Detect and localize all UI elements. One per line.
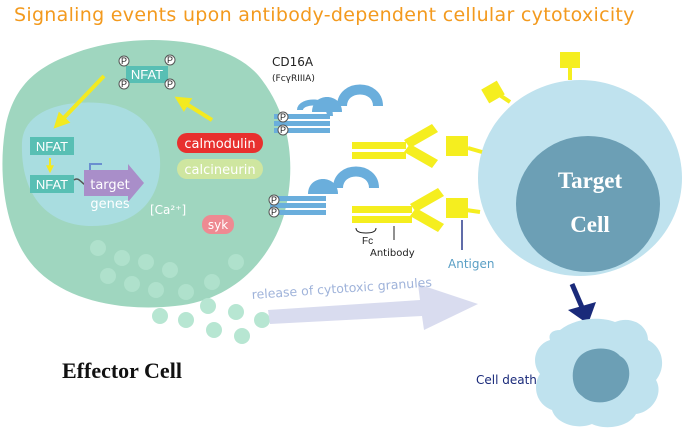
granule [100,268,116,284]
granule [178,284,194,300]
phospho-label: P [271,195,277,205]
nfat-box-nucleus-2 [30,175,74,193]
effector-cell-label: Effector Cell [62,358,182,383]
phospho-label: P [271,207,277,217]
phospho-label: P [167,79,173,89]
nfat-label-nucleus-1: NFAT [36,139,68,154]
phospho-group [164,54,176,66]
calcium-label: [Ca²⁺] [150,203,186,217]
granule [206,322,222,338]
granule [162,262,178,278]
granule [254,312,270,328]
calcineurin-label: calcineurin [184,163,255,178]
granule [234,328,250,344]
granule [90,240,106,256]
granule [178,312,194,328]
arrow-calmodulin-to-nfat [174,96,214,122]
diagram-title: Signaling events upon antibody-dependent… [14,4,635,26]
calmodulin-label: calmodulin [184,137,255,152]
nfat-box-cytoplasm [126,66,168,83]
target-genes-label-1: target [90,178,130,193]
granule [152,308,168,324]
antibody-free [352,124,438,168]
nfat-label-cytoplasm: NFAT [131,67,163,82]
fc-bracket [355,227,377,234]
cytotoxic-granules [90,240,270,344]
cd16a-receptor-bottom [270,166,379,215]
phospho-group [118,78,130,90]
granule [200,298,216,314]
phospho-group [268,194,280,206]
cd16a-label: CD16A [272,55,314,69]
nfat-box-nucleus-1 [30,137,74,155]
target-genes-arrow [84,164,144,202]
granule [124,276,140,292]
cell-death-label: Cell death [476,373,537,387]
phospho-group [118,55,130,67]
antibody-bound [352,188,444,232]
phospho-group [164,78,176,90]
calmodulin-pill [177,133,263,153]
granule-release-label: release of cytotoxic granules [251,274,432,302]
dying-cell-nucleus [572,348,630,403]
target-cell-label-2: Cell [570,212,610,237]
antigens [446,52,580,218]
cd16a-sublabel: (FcγRIIIA) [272,74,315,84]
arrow-nfat-to-nucleus [53,74,106,129]
target-cell-label-1: Target [558,168,623,193]
phospho-label: P [167,55,173,65]
syk-label: syk [208,218,228,232]
granule-release-arrow [268,284,478,330]
nfat-label-nucleus-2: NFAT [36,177,68,192]
cell-death-arrowhead [568,302,596,324]
fc-label: Fc [362,236,373,247]
phospho-label: P [280,125,286,135]
granule [138,254,154,270]
phospho-group [268,206,280,218]
target-genes-label-2: genes [90,197,129,212]
granule [204,274,220,290]
granule [228,254,244,270]
cd16a-receptor-top [274,84,383,133]
phospho-group [277,111,289,123]
calcineurin-pill [177,159,263,179]
phospho-label: P [121,56,127,66]
granule [148,282,164,298]
syk-pill [202,215,234,234]
target-cell-nucleus [516,136,660,272]
antibody-label: Antibody [370,248,415,259]
granule [114,250,130,266]
phospho-label: P [280,112,286,122]
phospho-label: P [121,79,127,89]
granule [228,304,244,320]
phospho-group [277,124,289,136]
antigen-label: Antigen [448,257,494,271]
